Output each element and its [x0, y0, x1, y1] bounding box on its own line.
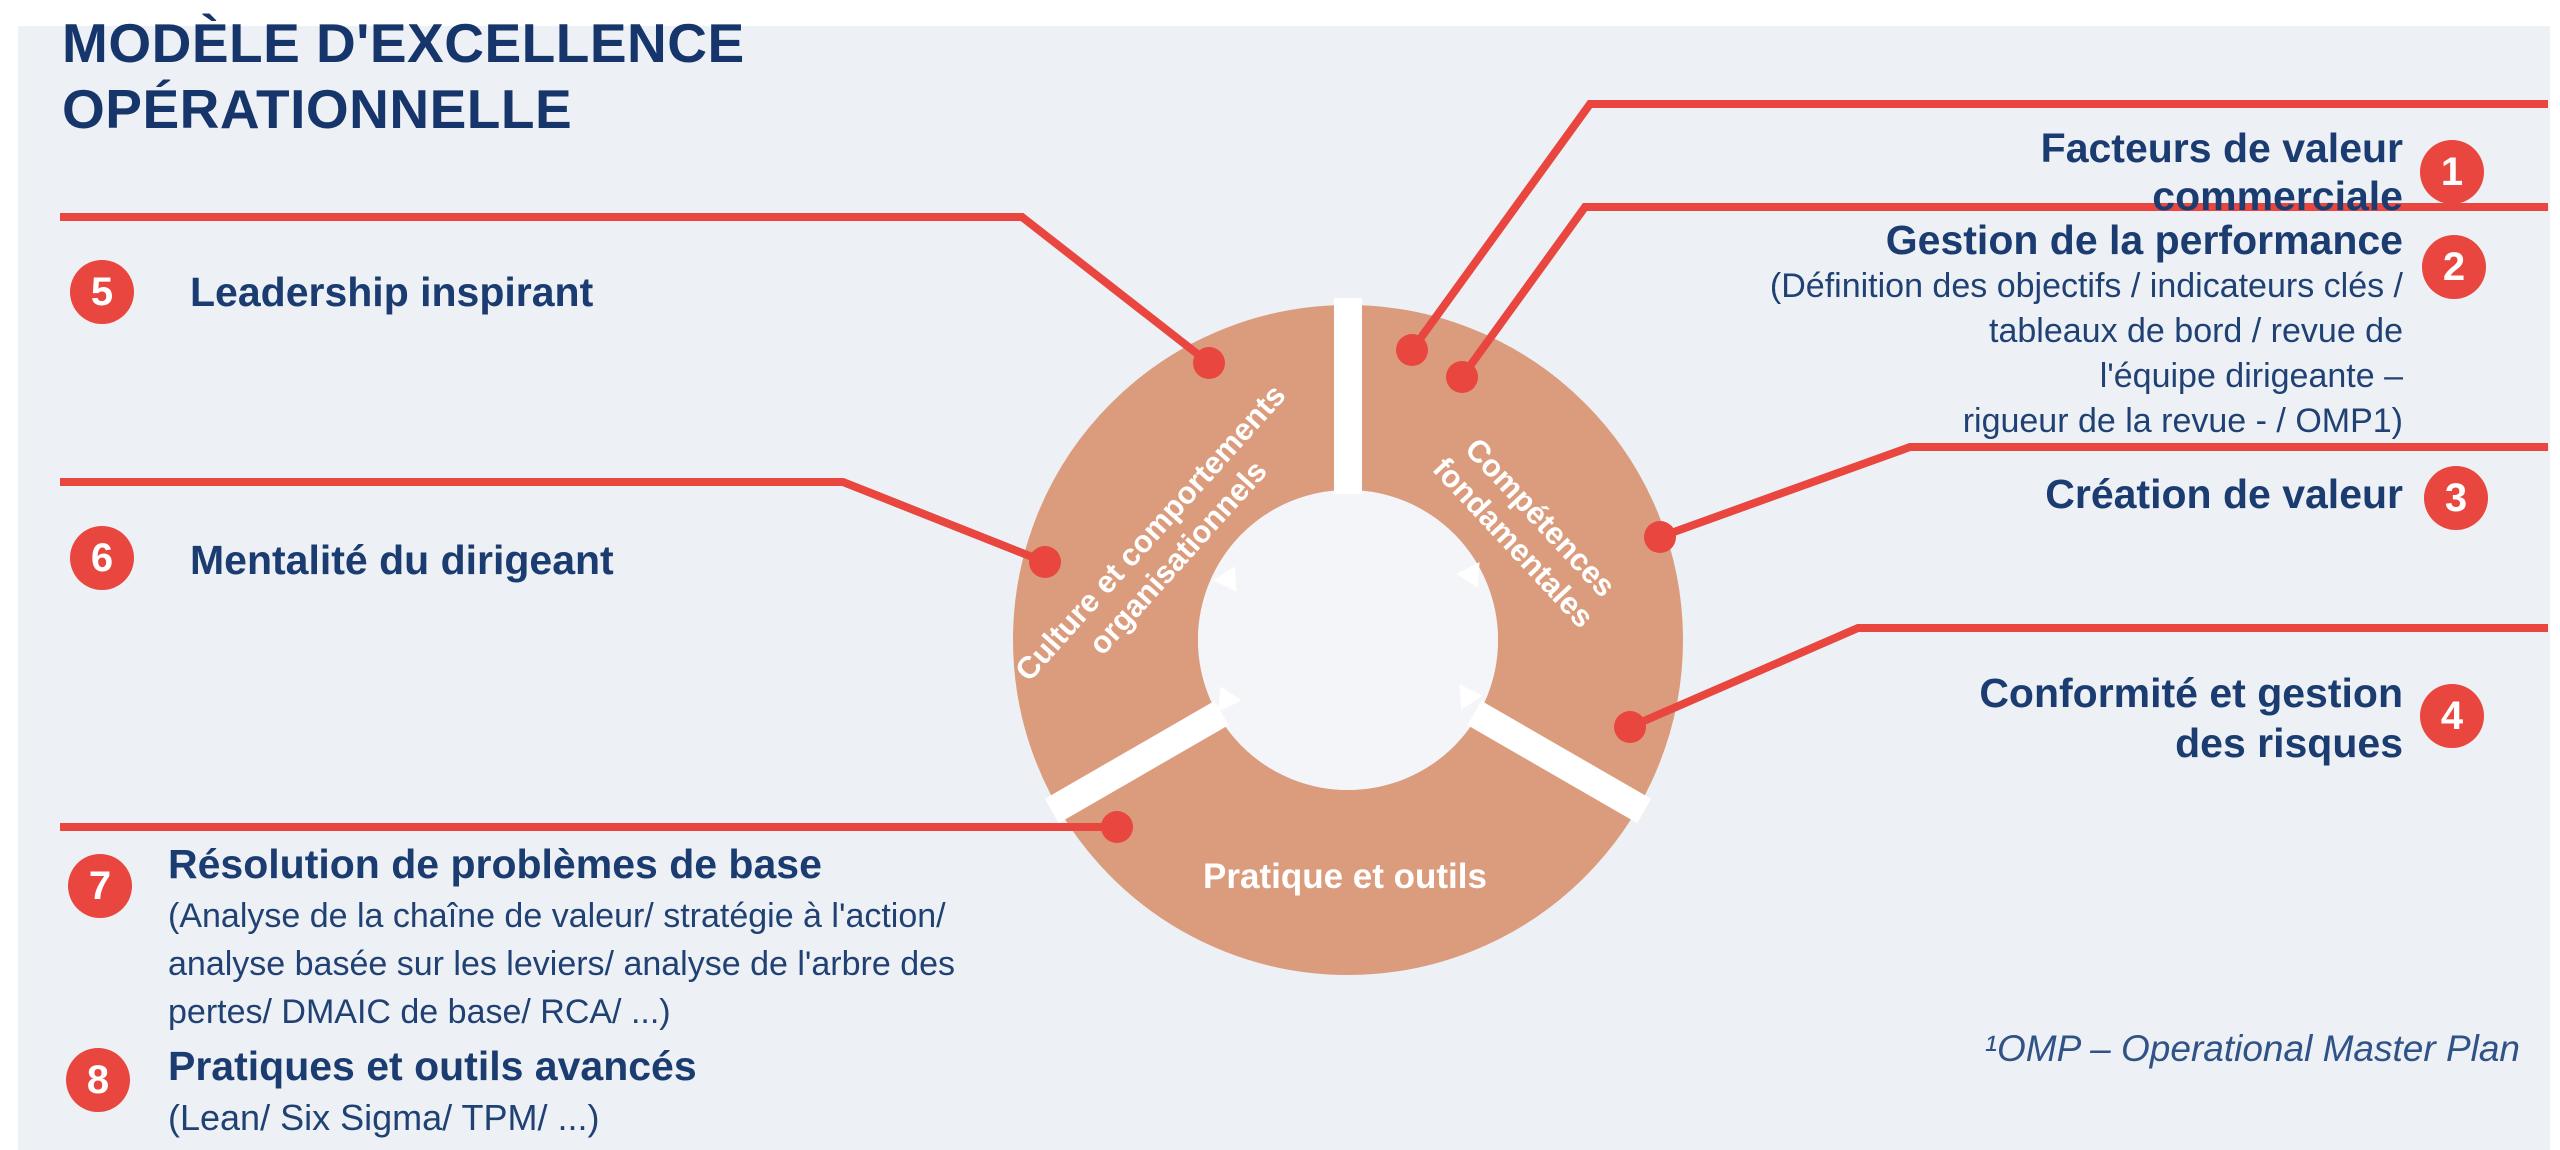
dot-item-1 [1396, 334, 1428, 366]
separator-top [1334, 298, 1362, 494]
item-2-label: Gestion de la performance [1885, 217, 2403, 263]
cycle-arrows [1213, 562, 1483, 712]
dot-item-4 [1614, 711, 1646, 743]
donut-segment-label-pratique: Pratique et outils [1203, 857, 1487, 896]
item-8-sublabel: (Lean/ Six Sigma/ TPM/ ...) [168, 1097, 600, 1138]
dot-item-6 [1029, 546, 1061, 578]
item-7-sublabel: (Analyse de la chaîne de valeur/ stratég… [168, 897, 956, 1031]
item-6-label: Mentalité du dirigeant [190, 537, 614, 583]
connector-item-4 [1628, 624, 2548, 731]
badge-number: 4 [2440, 693, 2464, 738]
cycle-arrow-icon [1218, 686, 1242, 712]
donut-separators [1044, 298, 1652, 824]
cycle-arrow-icon [1459, 684, 1483, 710]
separator-bottom-left [1044, 700, 1229, 824]
dot-item-3 [1644, 521, 1676, 553]
connector-lines [60, 100, 2548, 831]
item-4-label: Conformité et gestion des risques [1979, 670, 2403, 766]
number-badge-5: 5 [70, 260, 134, 324]
number-badge-3: 3 [2424, 466, 2488, 530]
cycle-arrow-icon [1456, 562, 1480, 588]
number-badge-7: 7 [68, 854, 132, 918]
badge-number: 5 [90, 269, 114, 314]
cycle-arrow-icon [1213, 566, 1237, 592]
connector-item-3 [1658, 443, 2548, 541]
number-badge-4: 4 [2420, 684, 2484, 748]
footnote: ¹OMP – Operational Master Plan [1984, 1028, 2520, 1069]
item-5-label: Leadership inspirant [190, 269, 594, 315]
badge-number: 3 [2444, 475, 2468, 520]
page-title: MODÈLE D'EXCELLENCE OPÉRATIONNELLE [62, 12, 745, 140]
dot-item-5 [1193, 347, 1225, 379]
item-7-label: Résolution de problèmes de base [168, 841, 822, 887]
connector-dots [1029, 334, 1676, 843]
connector-item-2 [1458, 203, 2548, 380]
connector-item-1 [1408, 100, 2548, 353]
connector-item-5 [60, 213, 1212, 367]
connector-item-6 [60, 478, 1047, 566]
donut-hole [1198, 490, 1498, 790]
badge-number: 6 [90, 535, 114, 580]
number-badge-2: 2 [2422, 235, 2486, 299]
item-1-label: Facteurs de valeur commerciale [2040, 125, 2403, 219]
badge-number: 2 [2442, 244, 2466, 289]
number-badge-1: 1 [2420, 140, 2484, 204]
badge-number: 7 [88, 863, 112, 908]
separator-bottom-right [1467, 700, 1652, 824]
dot-item-7 [1101, 811, 1133, 843]
item-8-label: Pratiques et outils avancés [168, 1043, 697, 1089]
badge-number: 1 [2440, 149, 2464, 194]
number-badge-6: 6 [70, 526, 134, 590]
item-3-label: Création de valeur [2045, 471, 2403, 517]
number-badge-8: 8 [66, 1048, 130, 1112]
dot-item-2 [1446, 361, 1478, 393]
item-2-sublabel: (Définition des objectifs / indicateurs … [1769, 267, 2403, 440]
badge-number: 8 [86, 1057, 110, 1102]
